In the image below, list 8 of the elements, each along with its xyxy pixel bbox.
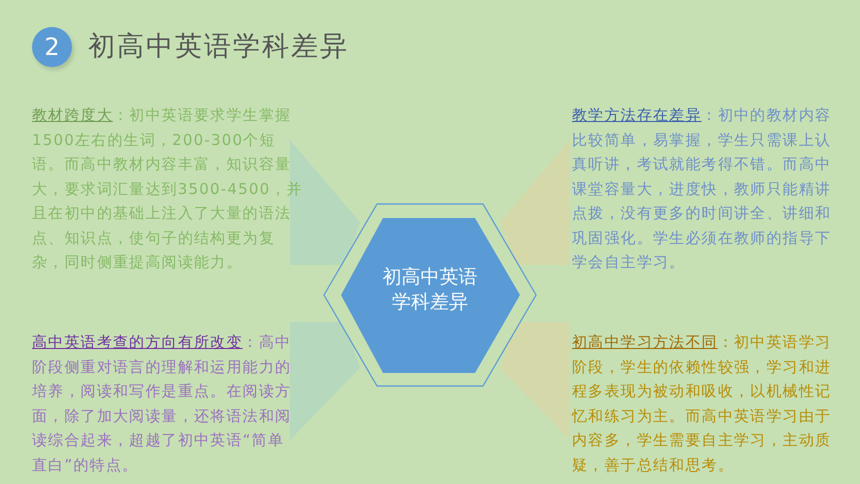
hexagon bbox=[323, 203, 537, 387]
paragraph: 教学方法存在差异：初中的教材内容比较简单，易掌握，学生只需课上认真听讲，考试就能考得不错。而高中课堂容量大，进度快，教师只能精讲点拨，没有更多的时间讲全、讲细和巩固强化。学生必须在教师的指导下学会自主学习。 bbox=[572, 105, 832, 273]
hexagon-label: 初高中英语学科差异 bbox=[382, 265, 478, 315]
paragraph: 高中英语考查的方向有所改变：高中阶段侧重对语言的理解和运用能力的培养，阅读和写作是重点。在阅读方面，除了加大阅读量，还将语法和阅读综合起来，超越了初中英语“简单直白”的特点。 bbox=[32, 332, 292, 476]
number-badge: 2 bbox=[32, 27, 72, 67]
paragraph: 初高中学习方法不同：初中英语学习阶段，学生的依赖性较强，学习和进程多表现为被动和吸收，以机械性记忆和练习为主。而高中英语学习由于内容多，学生需要自主学习，主动质疑，善于总结和思考。 bbox=[572, 332, 832, 476]
title: 初高中英语学科差异 bbox=[88, 30, 349, 64]
paragraph: 教材跨度大：初中英语要求学生掌握1500左右的生词，200-300个短语。而高中教材内容丰富，知识容量大，要求词汇量达到3500-4500，并且在初中的基础上注入了大量的语法点、知识点，使句子的结构更为复杂，同时侧重提高阅读能力。 bbox=[32, 105, 304, 273]
